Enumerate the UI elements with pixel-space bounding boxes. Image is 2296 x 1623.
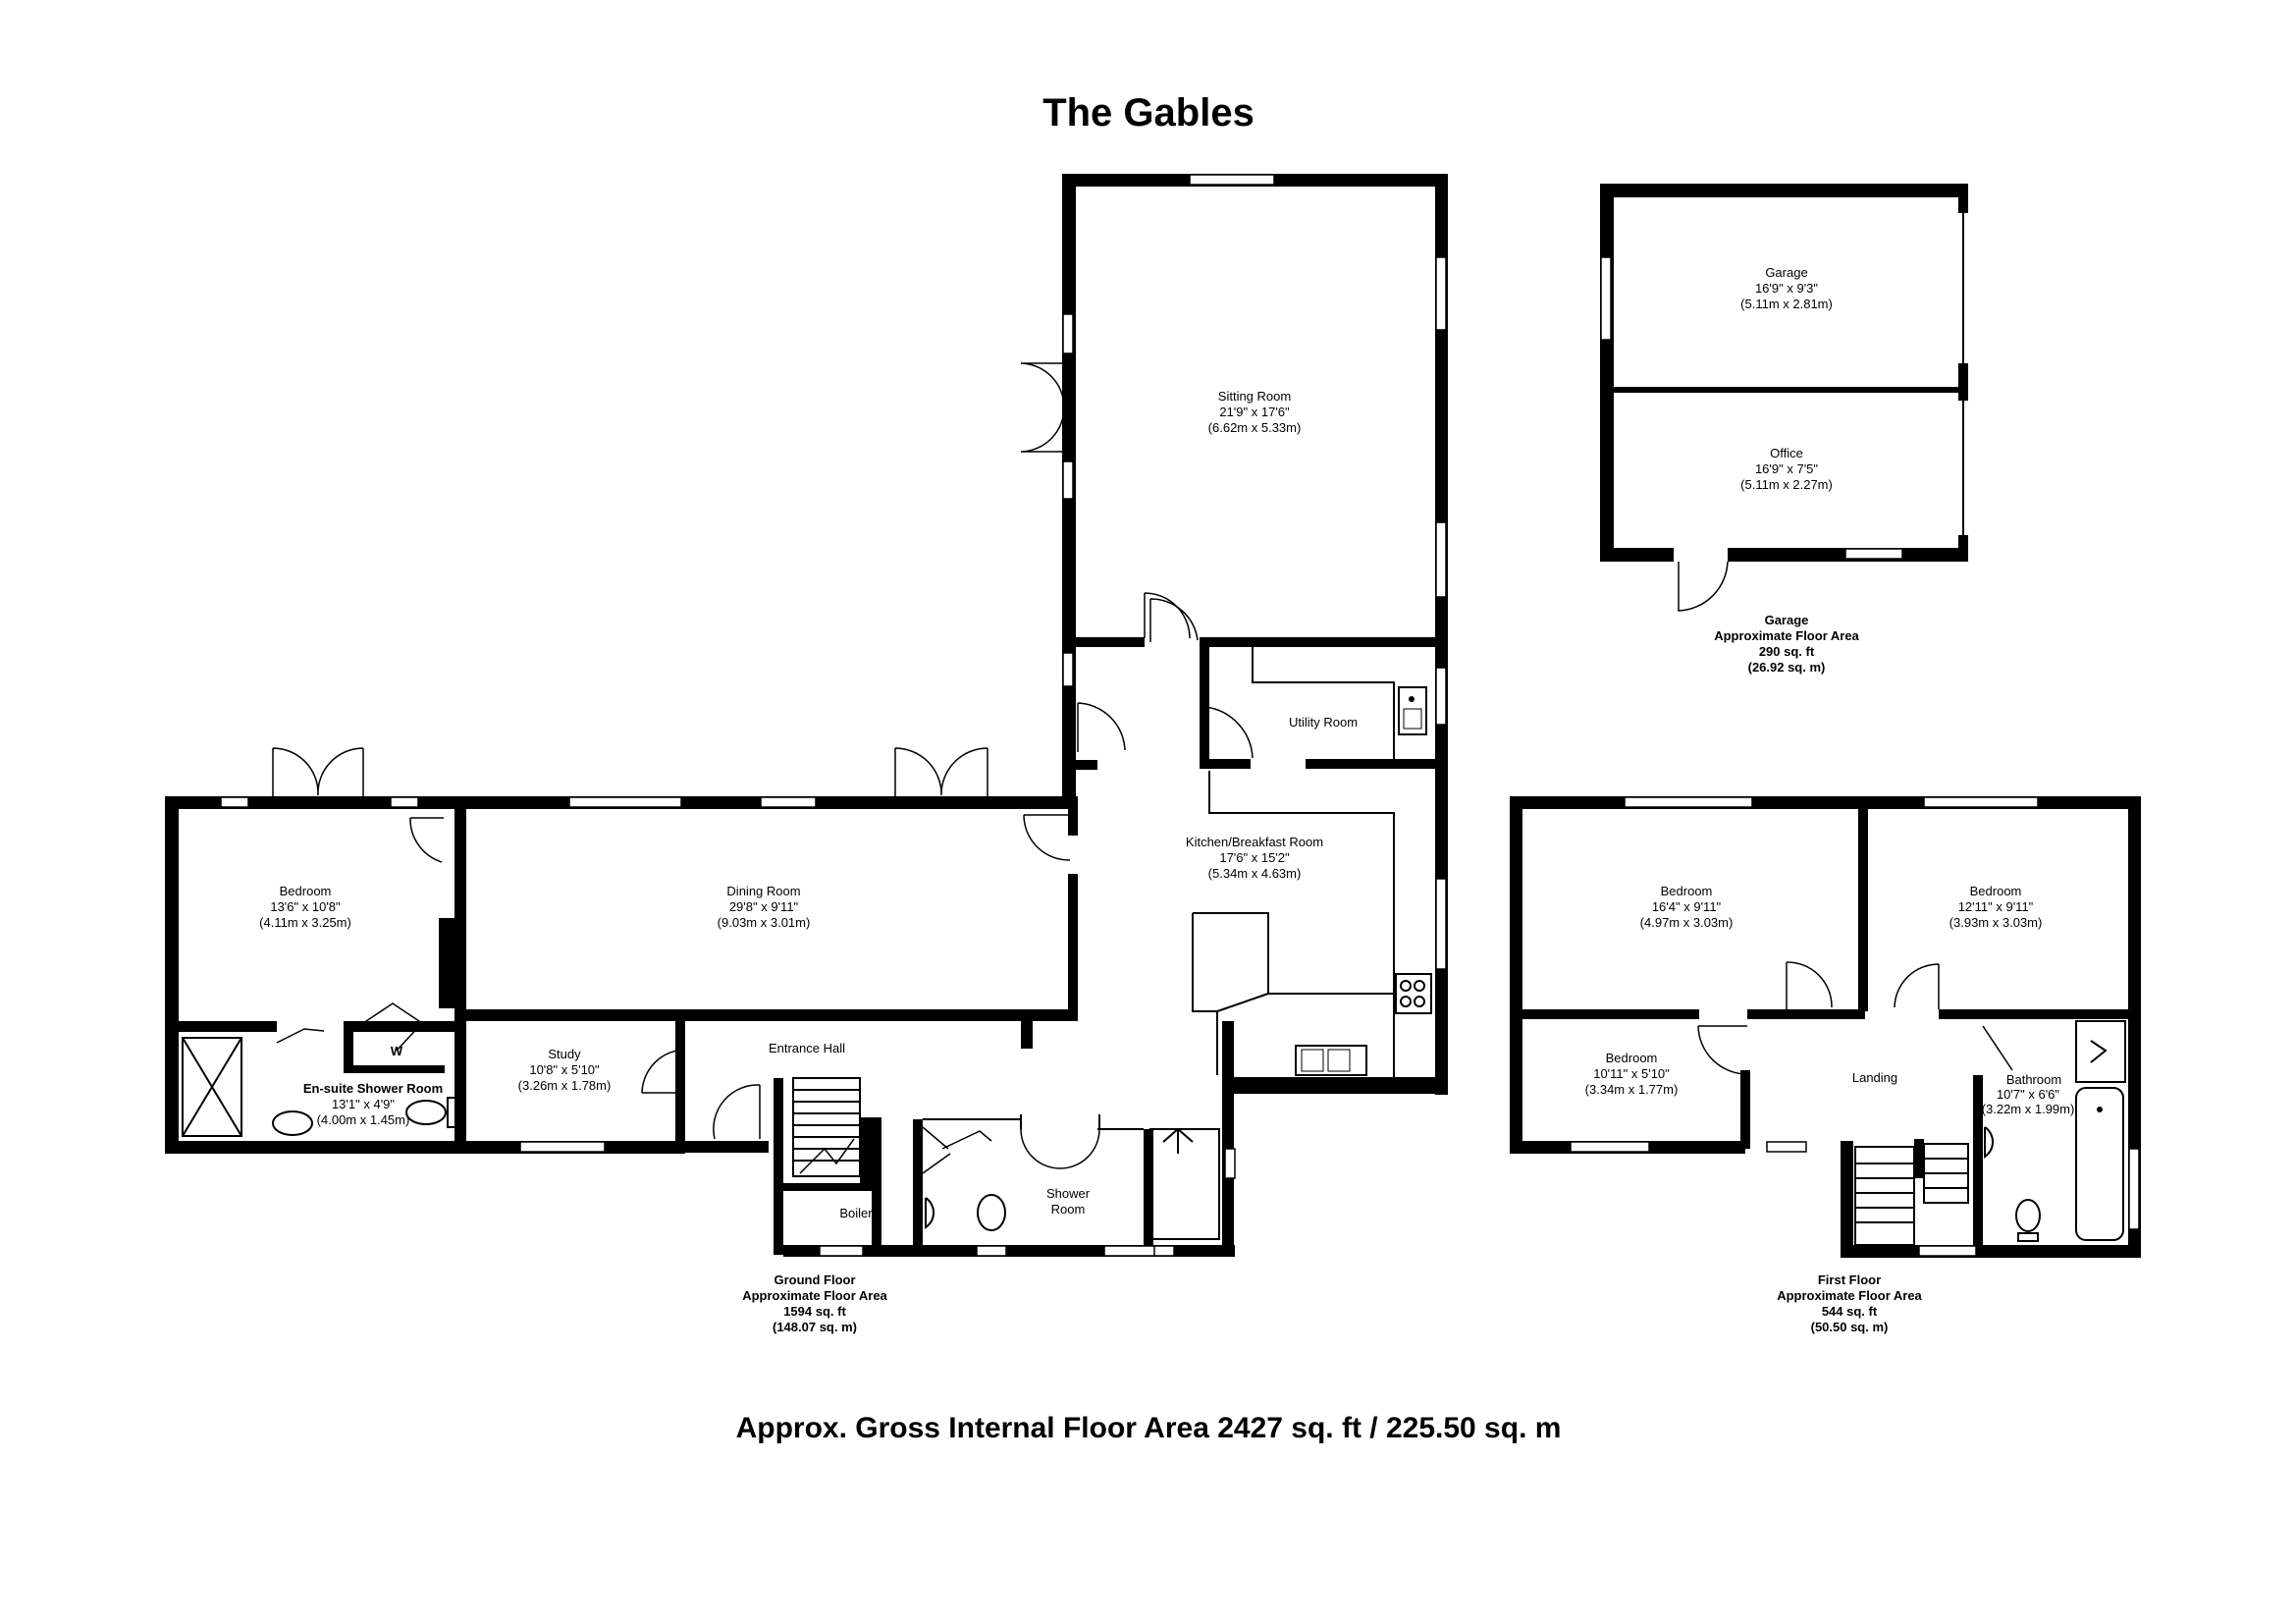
ff-bedroom1-metric: (4.97m x 3.03m) [1640,915,1734,930]
office-metric: (5.11m x 2.27m) [1740,477,1833,492]
ensuite-metric: (4.00m x 1.45m) [317,1112,410,1127]
garage-area-line4: (26.92 sq. m) [1748,660,1826,675]
bathroom-imperial: 10'7" x 6'6" [1997,1087,2059,1102]
garage-area-line3: 290 sq. ft [1759,644,1815,659]
utility-room-name: Utility Room [1289,715,1358,730]
ground-area-line2: Approximate Floor Area [742,1288,887,1303]
first-floor-plan [1510,796,2141,1258]
ff-bedroom1-imperial: 16'4" x 9'11" [1652,899,1722,914]
ff-bedroom3-metric: (3.34m x 1.77m) [1585,1082,1679,1097]
bathroom-metric: (3.22m x 1.99m) [1982,1102,2075,1116]
garage-metric: (5.11m x 2.81m) [1740,297,1833,311]
sitting-room-walls [1020,174,1448,1095]
office-name: Office [1770,446,1803,460]
shower-room-line1: Shower [1046,1186,1091,1201]
utility-room-walls [1200,639,1447,769]
wardrobe-label: W [391,1044,403,1058]
ensuite-name: En-suite Shower Room [303,1081,443,1096]
first-area-line1: First Floor [1818,1272,1881,1287]
garage-labels: Garage 16'9" x 9'3" (5.11m x 2.81m) Offi… [1714,265,1859,675]
kitchen-metric: (5.34m x 4.63m) [1208,866,1302,881]
garage-area-line2: Approximate Floor Area [1714,628,1859,643]
office-imperial: 16'9" x 7'5" [1755,461,1818,476]
total-floor-area: Approx. Gross Internal Floor Area 2427 s… [736,1412,1562,1444]
garage-name: Garage [1765,265,1807,280]
shower-room-walls [872,1114,1236,1257]
page-title: The Gables [1042,91,1255,135]
bathroom-name: Bathroom [2006,1072,2061,1087]
first-floor-labels: Bedroom 16'4" x 9'11" (4.97m x 3.03m) Be… [1585,884,2075,1334]
gf-bedroom-metric: (4.11m x 3.25m) [259,915,351,930]
corridor-walls [1062,598,1199,809]
gf-bedroom-imperial: 13'6" x 10'8" [270,899,341,914]
sitting-room-metric: (6.62m x 5.33m) [1208,420,1302,435]
ensuite-walls [165,1037,675,1154]
ff-bedroom2-name: Bedroom [1970,884,2022,898]
study-walls [519,1009,687,1154]
ff-bedroom2-imperial: 12'11" x 9'11" [1958,899,2034,914]
ground-area-line1: Ground Floor [774,1272,855,1287]
dining-room-walls [461,747,1078,1021]
ff-bedroom3-imperial: 10'11" x 5'10" [1593,1066,1670,1081]
kitchen-imperial: 17'6" x 15'2" [1219,850,1290,865]
ground-floor-labels: Sitting Room 21'9" x 17'6" (6.62m x 5.33… [259,389,1358,1334]
sitting-room-imperial: 21'9" x 17'6" [1219,405,1290,419]
study-metric: (3.26m x 1.78m) [518,1078,612,1093]
garage-area-line1: Garage [1765,613,1809,627]
entrance-hall-name: Entrance Hall [769,1041,845,1055]
study-imperial: 10'8" x 5'10" [529,1062,600,1077]
ensuite-imperial: 13'1" x 4'9" [332,1097,395,1111]
ground-area-line4: (148.07 sq. m) [773,1320,857,1334]
gf-bedroom-name: Bedroom [280,884,332,898]
landing-name: Landing [1852,1070,1897,1085]
garage-plan [1600,184,1968,612]
ground-area-line3: 1594 sq. ft [783,1304,846,1319]
first-area-line4: (50.50 sq. m) [1811,1320,1889,1334]
boiler-name: Boiler [839,1206,873,1220]
first-area-line3: 544 sq. ft [1822,1304,1878,1319]
ff-bedroom2-metric: (3.93m x 3.03m) [1949,915,2043,930]
kitchen-walls [1192,771,1448,1094]
ff-bedroom1-name: Bedroom [1661,884,1713,898]
sitting-room-name: Sitting Room [1218,389,1291,404]
dining-room-metric: (9.03m x 3.01m) [718,915,811,930]
garage-imperial: 16'9" x 9'3" [1755,281,1818,296]
study-name: Study [548,1047,581,1061]
ground-floor-plan [165,174,1448,1257]
dining-room-imperial: 29'8" x 9'11" [729,899,799,914]
first-area-line2: Approximate Floor Area [1777,1288,1922,1303]
ff-bedroom3-name: Bedroom [1606,1051,1658,1065]
kitchen-name: Kitchen/Breakfast Room [1186,835,1323,849]
dining-room-name: Dining Room [726,884,800,898]
gf-bedroom-walls [165,747,469,1154]
shower-room-line2: Room [1051,1202,1086,1217]
